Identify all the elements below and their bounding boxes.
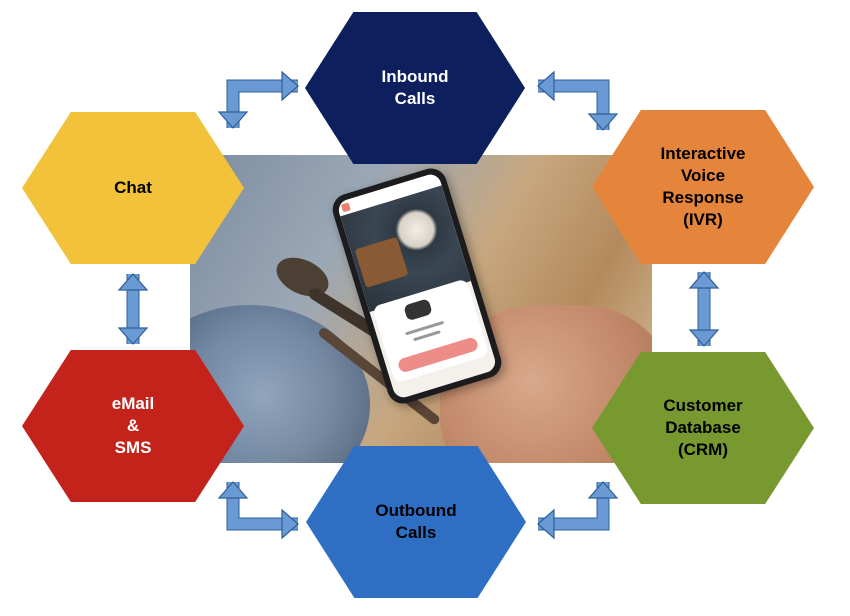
hexagon-ivr: [592, 110, 814, 264]
double-arrow-outbound-email: [217, 481, 299, 540]
node-label-chat: Chat: [114, 178, 152, 197]
hexagon-outbound: [306, 446, 526, 598]
hexagon-email: [22, 350, 244, 502]
node-label-outbound: Outbound Calls: [375, 501, 457, 542]
double-arrow-crm-outbound: [537, 481, 619, 540]
node-label-inbound: Inbound Calls: [381, 67, 449, 108]
double-arrow-ivr-crm: [688, 271, 720, 347]
phone-food-delivery-photo: [190, 155, 652, 463]
double-arrow-inbound-ivr: [537, 70, 619, 131]
hexagon-inbound: [305, 12, 525, 164]
double-arrow-chat-inbound: [217, 70, 299, 129]
double-arrow-email-chat: [117, 273, 149, 345]
node-label-email: eMail & SMS: [111, 394, 155, 457]
node-label-crm: Customer Database (CRM): [663, 396, 743, 459]
hexagon-chat: [22, 112, 244, 264]
node-label-ivr: Interactive Voice Response (IVR): [660, 144, 746, 229]
hexagon-crm: [592, 352, 814, 504]
